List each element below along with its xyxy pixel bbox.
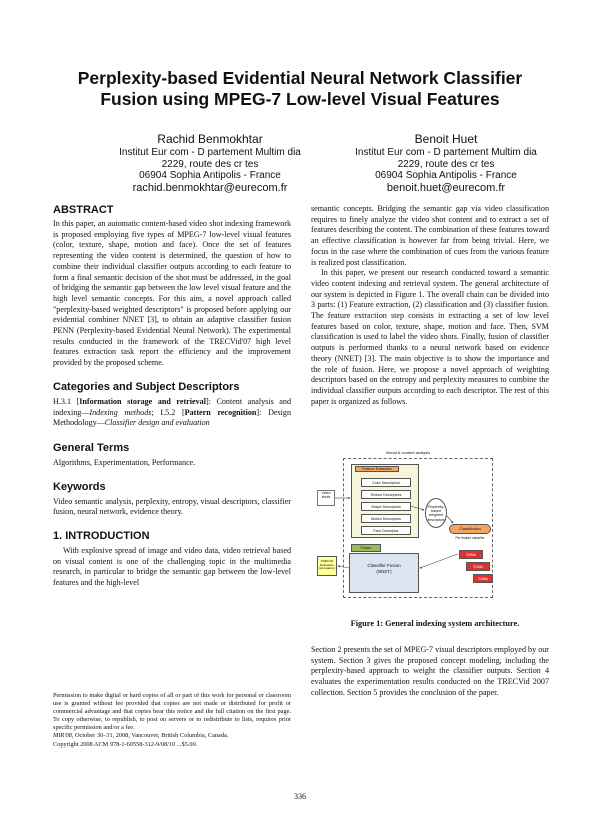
categories-part: ]: Design Methodology—	[53, 407, 291, 428]
paper-title: Perplexity-based Evidential Neural Netwo…	[40, 68, 560, 110]
right-paragraph-2: In this paper, we present our research c…	[311, 268, 549, 406]
categories-part: Indexing methods	[89, 407, 152, 417]
author-affiliation: Institut Eur com - D partement Multim di…	[355, 147, 537, 158]
descriptor-box: Color Descriptors	[361, 478, 411, 487]
descriptor-box: Shape Descriptors	[361, 502, 411, 511]
svm-box: SVMs	[459, 550, 483, 559]
author-address-2: 06904 Sophia Antipolis - France	[139, 170, 281, 182]
feature-extraction-label: Feature Extraction	[362, 467, 392, 471]
keywords-heading: Keywords	[53, 480, 106, 493]
descriptor-box: Motion Descriptors	[361, 514, 411, 523]
analysis-container	[343, 458, 493, 598]
title-line-2: Fusion using MPEG-7 Low-level Visual Fea…	[100, 89, 500, 109]
svm-box: SVMs	[473, 574, 493, 583]
right-paragraph-1: semantic concepts. Bridging the semantic…	[311, 204, 549, 267]
figure-caption: Figure 1: General indexing system archit…	[350, 619, 520, 628]
author-name: Rachid Benmokhtar	[157, 132, 263, 146]
fusion-label: Fusion	[360, 546, 372, 550]
author-email: benoit.huet@eurecom.fr	[386, 181, 506, 194]
author-2: Benoit Huet Institut Eur com - D parteme…	[316, 132, 576, 195]
figure-arrows	[335, 496, 459, 569]
terms-heading: General Terms	[53, 441, 130, 454]
svm-label: SVMs	[478, 577, 488, 581]
author-name: Benoit Huet	[414, 132, 478, 146]
classifier-sub-label: Per feature classifier	[455, 536, 485, 540]
descriptor-label: Shape Descriptors	[371, 505, 401, 509]
classification-box: Classification	[449, 524, 491, 534]
descriptor-label: Texture Descriptors	[370, 493, 402, 497]
author-address-2: 06904 Sophia Antipolis - France	[375, 170, 517, 182]
descriptor-label: Motion Descriptors	[371, 517, 401, 521]
copyright-line: Copyright 2008 ACM 978-1-60558-312-9/08/…	[53, 740, 198, 748]
conference-name: MIR'08,	[53, 732, 74, 740]
descriptor-label: Face Descriptor	[373, 529, 399, 533]
author-1: Rachid Benmokhtar Institut Eur com - D p…	[80, 132, 340, 195]
categories-heading: Categories and Subject Descriptors	[53, 380, 240, 393]
categories-part: ; I.5.2 [	[151, 407, 185, 417]
categories-part: Information storage and retrieval	[79, 396, 206, 406]
left-column: ABSTRACT In this paper, an automatic con…	[53, 204, 291, 589]
svm-label: SVMs	[466, 553, 476, 557]
descriptor-label: Color Descriptors	[372, 481, 400, 485]
svm-label: SVMs	[473, 565, 483, 569]
author-address-1: 2229, route des cr tes	[161, 158, 259, 170]
categories-part: H.3.1 [	[53, 396, 80, 406]
trecvid-label: TRECVid Evaluation (annotation)	[318, 559, 335, 571]
title-line-1: Perplexity-based Evidential Neural Netwo…	[77, 68, 523, 88]
figure-1: Visual & content analysis Video shots Fe…	[313, 450, 496, 602]
conference-line: MIR'08, October 30–31, 2008, Vancouver, …	[53, 732, 291, 740]
intro-text: With explosive spread of image and video…	[53, 546, 291, 588]
categories-part: Pattern recognition	[184, 407, 257, 417]
perplexity-node: Perplexity-based weighted descriptors	[425, 498, 447, 528]
video-shots-label: Video shots	[321, 491, 331, 500]
author-email: rachid.benmokhtar@eurecom.fr	[132, 181, 288, 194]
abstract-heading: ABSTRACT	[53, 204, 114, 216]
right-column: semantic concepts. Bridging the semantic…	[311, 204, 549, 407]
figure-top-label: Visual & content analysis	[385, 450, 431, 455]
right-paragraph-3: Section 2 presents the set of MPEG-7 vis…	[311, 645, 549, 697]
abstract-text: In this paper, an automatic content-base…	[53, 219, 291, 368]
categories-part: ]: Content analysis and indexing—	[53, 396, 291, 417]
perplexity-label: Perplexity-based weighted descriptors	[427, 505, 445, 522]
fusion-label-box: Fusion	[351, 544, 381, 552]
intro-heading: 1. INTRODUCTION	[53, 530, 150, 543]
classifier-fusion-box: Classifier Fusion (NNET)	[349, 553, 419, 593]
author-address-1: 2229, route des cr tes	[397, 158, 495, 170]
classification-label: Classification	[459, 527, 481, 531]
terms-text: Algorithms, Experimentation, Performance…	[53, 457, 196, 467]
keywords-text: Video semantic analysis, perplexity, ent…	[53, 496, 291, 517]
feature-extraction-label-box: Feature Extraction	[355, 466, 399, 472]
permission-notice: Permission to make digital or hard copie…	[53, 692, 291, 749]
video-shots-box: Video shots	[317, 490, 335, 506]
feature-extraction-box	[351, 464, 419, 538]
right-column-bottom: Section 2 presents the set of MPEG-7 vis…	[311, 645, 549, 699]
categories-text: H.3.1 [Information storage and retrieval…	[53, 397, 291, 429]
page-number: 336	[294, 792, 306, 801]
author-affiliation: Institut Eur com - D partement Multim di…	[119, 147, 301, 158]
svm-box: SVMs	[466, 562, 490, 571]
categories-part: Classifier design and evaluation	[104, 418, 210, 428]
permission-text: Permission to make digital or hard copie…	[53, 692, 291, 732]
descriptor-box: Texture Descriptors	[361, 490, 411, 499]
conference-details: October 30–31, 2008, Vancouver, British …	[73, 732, 229, 740]
classifier-fusion-label: Classifier Fusion (NNET)	[367, 563, 401, 574]
trecvid-box: TRECVid Evaluation (annotation)	[317, 556, 337, 576]
descriptor-box: Face Descriptor	[361, 526, 411, 535]
